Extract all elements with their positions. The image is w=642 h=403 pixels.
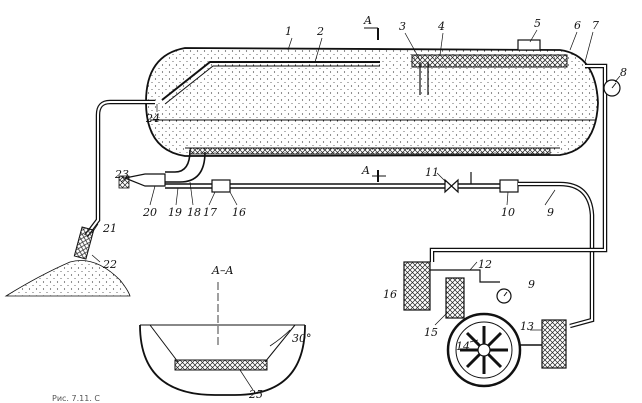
leader-lines [91, 29, 621, 391]
callout-9-pipe: 9 [547, 206, 554, 219]
filter-15 [445, 277, 465, 319]
callout-15: 15 [424, 326, 438, 339]
callout-22: 22 [102, 258, 117, 271]
callout-3: 3 [399, 20, 406, 33]
callout-1: 1 [285, 25, 292, 38]
callout-14: 14 [456, 340, 470, 353]
left-hose [73, 99, 155, 260]
unit-13 [541, 319, 567, 369]
callout-11: 11 [425, 166, 439, 179]
callout-6: 6 [574, 19, 581, 32]
callout-23: 23 [114, 168, 129, 181]
callout-21: 21 [102, 222, 117, 235]
section-marker-top: A [363, 14, 379, 40]
callout-8: 8 [620, 66, 627, 79]
callout-18: 18 [187, 206, 201, 219]
section-label-top: A [363, 14, 372, 27]
tank [145, 39, 599, 183]
callout-5: 5 [534, 17, 541, 30]
callout-17: 17 [203, 206, 217, 219]
callout-20: 20 [142, 206, 157, 219]
callouts: 1 2 3 4 5 6 7 8 9 9 10 11 12 13 14 15 16… [102, 17, 627, 401]
pump-unit [403, 261, 567, 388]
section-view: A–A 30° [139, 264, 312, 396]
callout-4: 4 [437, 20, 445, 33]
material-pile [4, 260, 131, 297]
callout-13: 13 [520, 320, 534, 333]
section-marker-mid: A [361, 164, 386, 182]
angle-label: 30° [292, 332, 312, 345]
bottom-pipeline [118, 172, 595, 329]
callout-16-separator: 16 [383, 288, 397, 301]
section-title: A–A [211, 264, 233, 277]
callout-12: 12 [478, 258, 492, 271]
callout-24: 24 [145, 112, 160, 125]
callout-2: 2 [316, 25, 324, 38]
figure-caption: Рис. 7.11. С [52, 394, 100, 403]
right-pipe [429, 63, 621, 262]
callout-7: 7 [592, 19, 599, 32]
callout-10: 10 [501, 206, 515, 219]
section-label-mid: A [361, 164, 370, 177]
callout-16-pipe: 16 [232, 206, 246, 219]
callout-19: 19 [168, 206, 182, 219]
callout-25: 25 [248, 388, 263, 401]
callout-9-gauge: 9 [528, 278, 535, 291]
separator-16 [403, 261, 431, 311]
